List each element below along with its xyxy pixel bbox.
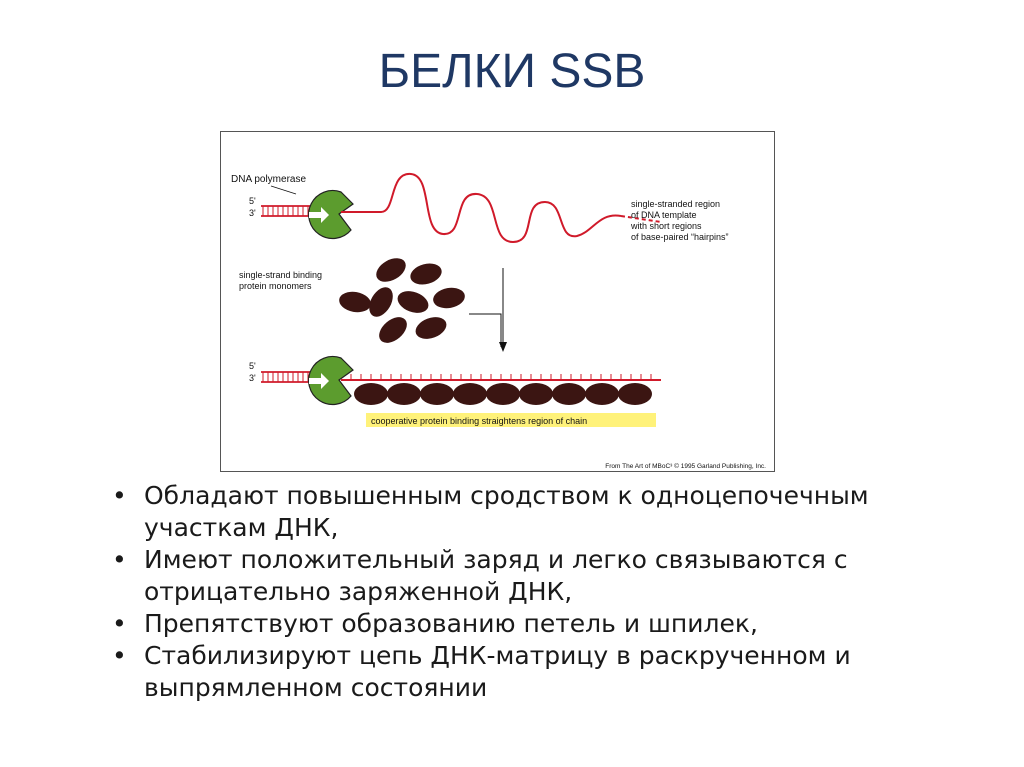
bound-ssb	[618, 383, 652, 405]
arrow-head	[499, 342, 507, 352]
ssb-monomer	[376, 258, 406, 282]
bullet-text: Препятствуют образованию петель и шпилек…	[144, 609, 758, 638]
bound-ssb-row	[354, 383, 652, 405]
ss-region-label: single-stranded region of DNA template w…	[630, 199, 729, 242]
bound-ssb	[420, 383, 454, 405]
caption-highlight	[366, 413, 656, 427]
slide-title: БЕЛКИ SSB	[378, 45, 646, 98]
ssb-label-line-2: protein monomers	[239, 281, 312, 291]
arrow-icon	[309, 207, 329, 223]
polymerase-label-leader	[270, 185, 297, 195]
bullet-dot: •	[112, 481, 127, 510]
five-prime-top-label: 5'	[249, 196, 256, 206]
three-prime-bottom-label: 3'	[249, 373, 256, 383]
bullet-list: • Обладают повышенным сродством к одноцеп…	[112, 480, 992, 704]
bullet-item: • Обладают повышенным сродством к одноцеп…	[112, 480, 992, 544]
arrow-icon	[309, 373, 329, 389]
ssb-diagram: DNA polymerase 5' 3' single-stranded reg…	[220, 131, 775, 472]
ssb-monomer	[379, 317, 407, 343]
ssb-label: single-strand binding protein monomers	[239, 270, 322, 291]
ss-region-line-1: single-stranded region	[631, 199, 720, 209]
dna-polymerase-top	[308, 189, 354, 240]
bullet-text: Имеют положительный заряд и легко связыв…	[144, 545, 848, 606]
bullet-dot: •	[112, 641, 127, 670]
bound-ssb	[453, 383, 487, 405]
polymerase-label: DNA polymerase	[231, 174, 306, 185]
three-prime-top-label: 3'	[249, 208, 256, 218]
bullet-text: Стабилизируют цепь ДНК-матрицу в раскруч…	[144, 641, 851, 702]
bound-ssb	[585, 383, 619, 405]
bullet-item: • Имеют положительный заряд и легко связы…	[112, 544, 992, 608]
bound-ssb	[387, 383, 421, 405]
bound-ssb	[486, 383, 520, 405]
five-prime-bottom-label: 5'	[249, 361, 256, 371]
ssb-monomers	[339, 258, 465, 343]
bound-ssb	[552, 383, 586, 405]
ssb-monomer	[415, 317, 447, 339]
ss-region-line-2: of DNA template	[631, 210, 697, 220]
bullet-item: • Стабилизируют цепь ДНК-матрицу в раскру…	[112, 640, 992, 704]
bound-ssb	[354, 383, 388, 405]
process-arrow	[469, 313, 502, 347]
caption-text: cooperative protein binding straightens …	[371, 416, 587, 426]
ss-region-line-3: with short regions	[630, 221, 702, 231]
ssb-monomer	[369, 287, 393, 317]
dna-polymerase-bottom	[308, 355, 354, 406]
single-strand-top	[341, 172, 622, 244]
strand-ticks	[350, 374, 652, 380]
figure-credit: From The Art of MBoC³ © 1995 Garland Pub…	[605, 462, 766, 470]
bullet-dot: •	[112, 609, 127, 638]
ss-region-line-4: of base-paired “hairpins”	[631, 232, 729, 242]
ssb-monomer	[433, 287, 465, 309]
ssb-monomer	[339, 291, 371, 313]
bullet-dot: •	[112, 545, 127, 574]
ssb-label-line-1: single-strand binding	[239, 270, 322, 280]
bound-ssb	[519, 383, 553, 405]
bullet-item: • Препятствуют образованию петель и шпиле…	[112, 608, 992, 640]
bullet-text: Обладают повышенным сродством к одноцепо…	[144, 481, 869, 542]
ssb-monomer	[410, 263, 442, 285]
ssb-monomer	[397, 291, 429, 313]
